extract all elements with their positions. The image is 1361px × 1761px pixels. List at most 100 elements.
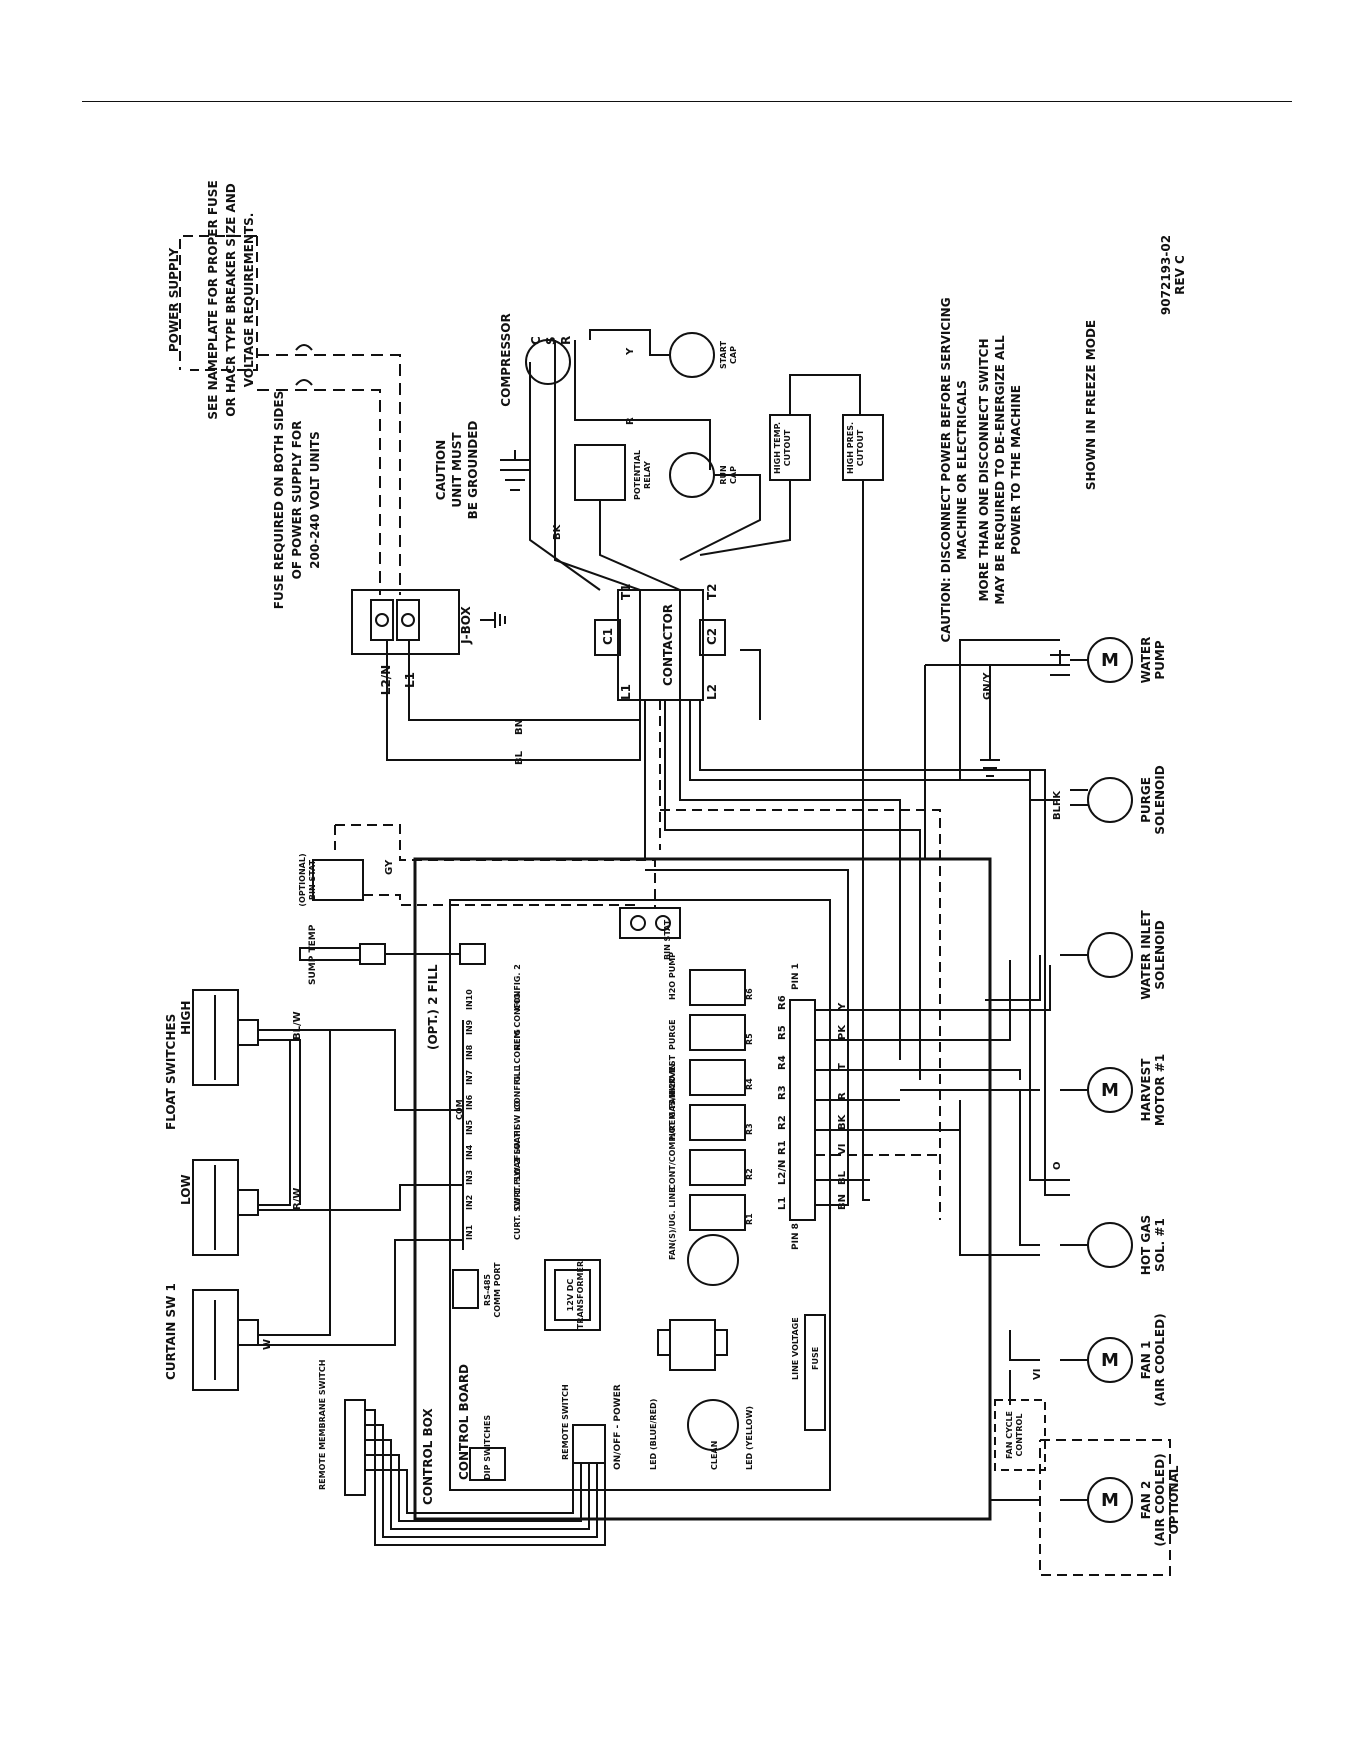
board-bin-stat-label: BIN STAT [663, 919, 672, 960]
jbox-l2n: L2/N [379, 665, 393, 695]
rs485-label-1: RS-485 [483, 1274, 492, 1306]
wire-code-vi: VI [1032, 1369, 1043, 1380]
caution-text-4: MAY BE REQUIRED TO DE-ENERGIZE ALL [993, 335, 1007, 605]
rs485-label-2: COMM PORT [493, 1262, 502, 1318]
drawing-id-2: REV C [1173, 255, 1187, 295]
sump-temp-label: SUMP TEMP [308, 924, 318, 985]
fan1-label-2: (AIR COOLED) [1153, 1313, 1167, 1406]
water-inlet-label-2: SOLENOID [1153, 920, 1167, 989]
board-input: IN9 [465, 1019, 474, 1035]
relay-label: R5 [745, 1033, 754, 1045]
contactor-t1: T1 [619, 583, 633, 600]
pin-label: R3 [777, 1085, 788, 1100]
harvest-motor-symbol: M [1101, 1080, 1119, 1101]
power-supply-note-2: OR HACR TYPE BREAKER SIZE AND [224, 183, 238, 417]
bin-stat-label-2: BIN STAT [308, 859, 317, 900]
pin-wire-code: T [837, 1063, 848, 1070]
h2o-pump-label: H2O PUMP [668, 952, 677, 1000]
bin-stat-label-1: (OPTIONAL) [298, 853, 307, 906]
fuse-label: FUSE [811, 1347, 820, 1370]
drawing-id-1: 9072193-02 [1159, 235, 1173, 315]
fan2-label-1: FAN 2 [1139, 1481, 1153, 1520]
wire-code-blpk: BLPK [1052, 790, 1063, 820]
high-press-cutout-label-1: HIGH PRES. [846, 422, 855, 474]
fan2-motor-symbol: M [1101, 1490, 1119, 1511]
board-input: IN4 [465, 1144, 474, 1160]
power-supply-title: POWER SUPPLY [167, 248, 181, 353]
board-input-label: FLOAT SW LO [513, 1100, 522, 1160]
on-off-label: ON/OFF - POWER [613, 1384, 623, 1470]
pin-wire-code: BN [837, 1194, 848, 1210]
pin-label: R2 [777, 1115, 788, 1130]
caution-text-5: POWER TO THE MACHINE [1009, 385, 1023, 555]
relay-label: R1 [745, 1213, 754, 1225]
pin1-label: PIN 1 [791, 963, 801, 990]
water-pump-motor-symbol: M [1101, 650, 1119, 671]
h2o-in-label: H2O IN [668, 1063, 677, 1095]
pin-label: R5 [777, 1025, 788, 1040]
pin-wire-code: Y [837, 1002, 848, 1011]
caution-text-3: MORE THAN ONE DISCONNECT SWITCH [977, 338, 991, 601]
hot-gas-harvest-label: HOT GAS/HARVEST [668, 1054, 677, 1140]
fan-cycle-label-1: FAN CYCLE [1005, 1411, 1014, 1459]
fuse-note-1: FUSE REQUIRED ON BOTH SIDES [272, 391, 286, 609]
compressor-label: COMPRESSOR [499, 313, 513, 406]
pin8-label: PIN 8 [791, 1223, 801, 1250]
opt-fill-label: (OPT.) 2 FILL [426, 964, 440, 1050]
contactor-l1: L1 [619, 684, 633, 700]
cont-fan-label: CONT/COMP./REM FAN [668, 1091, 677, 1190]
control-box-label: CONTROL BOX [421, 1408, 435, 1505]
clean-label: CLEAN [710, 1441, 719, 1470]
page-header-rule [82, 101, 1292, 102]
caution-text-1: CAUTION: DISCONNECT POWER BEFORE SERVICI… [939, 297, 953, 642]
board-input-label: REM CONFIG [513, 993, 522, 1050]
pin-label: L2/N [777, 1160, 788, 1185]
contactor-t2: T2 [705, 583, 719, 600]
transformer-label-2: TRANSFORMER [576, 1261, 585, 1329]
jbox-l1: L1 [403, 672, 417, 688]
pin-label: R4 [777, 1055, 788, 1070]
start-cap-label-2: CAP [729, 346, 738, 364]
compressor-c: C [529, 336, 543, 345]
power-supply-note-3: VOLTAGE REQUIREMENTS. [242, 213, 256, 388]
relay-label: R3 [745, 1123, 754, 1135]
remote-membrane-label: REMOTE MEMBRANE SWITCH [318, 1360, 327, 1490]
run-cap-label-1: RUN [719, 465, 728, 484]
fuse-note-2: OF POWER SUPPLY FOR [290, 421, 304, 580]
wire-code-bk: BK [552, 523, 563, 540]
pin-label: R1 [777, 1140, 788, 1155]
board-input: IN6 [465, 1094, 474, 1110]
fans-ug-line-label: FAN(S)/UG. LINE [668, 1187, 677, 1260]
contactor-c1: C1 [601, 628, 615, 645]
hot-gas-label-1: HOT GAS [1139, 1215, 1153, 1275]
pin-wire-code: PK [837, 1024, 848, 1040]
fuse-note-3: 200-240 VOLT UNITS [308, 431, 322, 569]
potential-relay-label-2: RELAY [643, 461, 652, 489]
fan1-motor-symbol: M [1101, 1350, 1119, 1371]
control-board-label: CONTROL BOARD [457, 1364, 471, 1480]
run-cap-label-2: CAP [729, 466, 738, 484]
jbox-label: J-BOX [459, 605, 473, 644]
water-pump-label-2: PUMP [1153, 640, 1167, 679]
led-blue-red-label: LED (BLUE/RED) [649, 1399, 658, 1470]
curtain-switch-label: CURTAIN SW 1 [164, 1283, 178, 1380]
purge-board-label: PURGE [668, 1019, 677, 1050]
wire-code-gny: GN/Y [982, 672, 993, 700]
line-voltage-label: LINE VOLTAGE [791, 1317, 800, 1380]
fan2-label-3: OPTIONAL [1167, 1465, 1181, 1534]
board-input: IN8 [465, 1044, 474, 1060]
pin-label: R6 [777, 995, 788, 1010]
contactor-l2: L2 [705, 684, 719, 700]
harvest-motor-label-2: MOTOR #1 [1153, 1054, 1167, 1126]
board-input: IN7 [465, 1070, 474, 1085]
dip-switches-label: DIP SWITCHES [483, 1415, 492, 1480]
board-input: IN2 [465, 1195, 474, 1210]
wire-code-gy: GY [384, 859, 395, 875]
wire-code-o: O [1052, 1161, 1063, 1170]
purge-solenoid-label-1: PURGE [1139, 777, 1153, 823]
pin-wire-code: BK [837, 1113, 848, 1130]
wire-code-r: R [625, 417, 636, 425]
harvest-motor-label-1: HARVEST [1139, 1058, 1153, 1122]
remote-switch-label: REMOTE SWITCH [561, 1384, 570, 1460]
